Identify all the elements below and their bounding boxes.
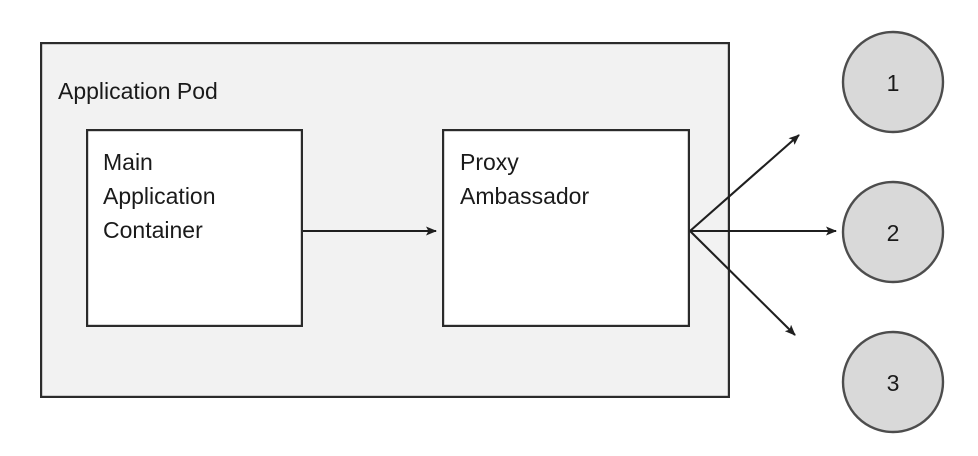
main-application-container-group[interactable]: Main Application Container	[85, 129, 304, 328]
main-application-container-label-line2: Application	[103, 183, 216, 209]
proxy-ambassador-container-rect[interactable]	[442, 129, 691, 328]
endpoint-3-group[interactable]: 3	[841, 330, 945, 434]
endpoint-2-group[interactable]: 2	[841, 180, 945, 284]
endpoint-2-label: 2	[887, 220, 900, 246]
main-application-container-label: Main	[103, 149, 153, 175]
proxy-ambassador-container-group[interactable]: Proxy Ambassador	[442, 129, 691, 328]
endpoint-3-label: 3	[887, 370, 900, 396]
endpoint-2-circle[interactable]	[841, 180, 945, 284]
main-application-container-label-line3: Container	[103, 217, 203, 243]
main-application-container-rect[interactable]	[85, 129, 304, 328]
connector-proxy-to-endpoint-3[interactable]	[689, 230, 796, 336]
proxy-ambassador-container-label: Proxy	[460, 149, 519, 175]
endpoint-1-label: 1	[887, 70, 900, 96]
proxy-ambassador-container-label-line2: Ambassador	[460, 183, 589, 209]
endpoint-3-circle[interactable]	[841, 330, 945, 434]
endpoint-1-group[interactable]: 1	[841, 30, 945, 134]
application-pod-label: Application Pod	[58, 78, 218, 104]
endpoint-1-circle[interactable]	[841, 30, 945, 134]
connector-proxy-to-endpoint-1[interactable]	[689, 134, 800, 232]
